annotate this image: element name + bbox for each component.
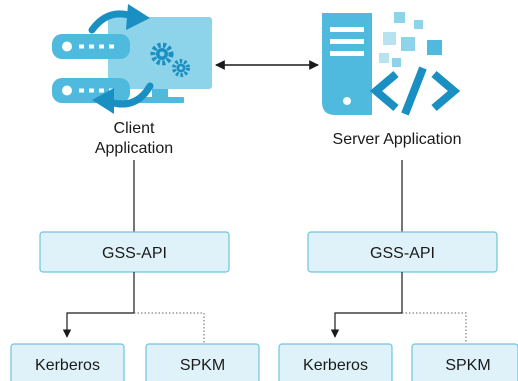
client-monitor-neck bbox=[152, 89, 168, 97]
right-gssapi-label: GSS-API bbox=[370, 245, 435, 262]
right-kerberos-label: Kerberos bbox=[303, 357, 368, 374]
left-gssapi-box: GSS-API bbox=[39, 231, 230, 273]
client-monitor-base bbox=[138, 97, 184, 103]
right-gssapi-to-spkm-dotted bbox=[402, 312, 467, 344]
server-label: Server Application bbox=[333, 131, 462, 148]
server-application-icon bbox=[322, 12, 461, 116]
left-kerberos-label: Kerberos bbox=[35, 357, 100, 374]
sync-arrows-icon bbox=[88, 4, 154, 114]
right-spkm-label: SPKM bbox=[445, 357, 490, 374]
right-kerberos-box: Kerberos bbox=[278, 343, 393, 381]
left-spkm-label: SPKM bbox=[180, 357, 225, 374]
client-rack-unit-bottom bbox=[52, 78, 130, 103]
right-gssapi-to-kerberos-arrow bbox=[330, 272, 403, 338]
right-spkm-box: SPKM bbox=[411, 343, 518, 381]
server-tower bbox=[322, 13, 372, 115]
left-gssapi-to-kerberos-arrow bbox=[62, 272, 135, 338]
client-label-line2: Application bbox=[95, 140, 173, 157]
left-spkm-box: SPKM bbox=[145, 343, 260, 381]
pixel-blocks-icon bbox=[379, 12, 442, 67]
client-label-line1: Client bbox=[114, 120, 155, 137]
left-kerberos-box: Kerberos bbox=[10, 343, 125, 381]
code-brackets-icon bbox=[369, 66, 461, 116]
right-gssapi-box: GSS-API bbox=[307, 231, 498, 273]
client-rack-unit-top bbox=[52, 34, 130, 59]
client-application-icon bbox=[52, 4, 212, 114]
gears-icon bbox=[150, 42, 190, 77]
left-gssapi-label: GSS-API bbox=[102, 245, 167, 262]
left-gssapi-to-spkm-dotted bbox=[134, 312, 205, 344]
